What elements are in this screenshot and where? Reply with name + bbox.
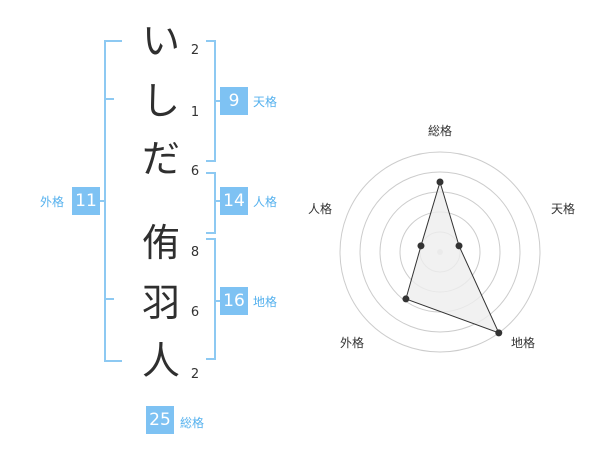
radar-axis-label-tenkaku: 天格 xyxy=(551,202,576,216)
radar-axis-label-chikaku: 地格 xyxy=(511,336,536,350)
bracket-connector xyxy=(100,200,106,202)
stroke-count-6: 2 xyxy=(190,367,200,382)
name-char-5: 羽 xyxy=(141,281,180,325)
stroke-count-4: 8 xyxy=(190,245,200,260)
name-char-1: い xyxy=(141,19,180,63)
bracket-connector xyxy=(214,100,220,102)
gaikaku-value-badge: 11 xyxy=(72,187,100,215)
tenkaku-label: 天格 xyxy=(253,95,278,109)
bracket-tick xyxy=(104,298,114,300)
radar-axis-label-gaikaku: 外格 xyxy=(340,336,365,350)
soukaku-label: 総格 xyxy=(180,416,205,430)
chikaku-label: 地格 xyxy=(253,295,278,309)
radar-ring xyxy=(339,151,541,353)
bracket-connector xyxy=(214,300,220,302)
bracket-connector xyxy=(214,200,220,202)
stroke-count-5: 6 xyxy=(190,305,200,320)
radar-polygon xyxy=(405,180,500,334)
stroke-count-1: 2 xyxy=(190,43,200,58)
radar-axis-label-soukaku: 総格 xyxy=(428,124,453,138)
radar-axis-label-jinkaku: 人格 xyxy=(308,202,333,216)
stroke-count-3: 6 xyxy=(190,164,200,179)
radar-point xyxy=(417,242,425,250)
name-char-3: だ xyxy=(141,137,180,181)
name-char-6: 人 xyxy=(141,339,180,383)
radar-point xyxy=(402,295,410,303)
radar-point xyxy=(455,242,463,250)
radar-ring xyxy=(359,171,521,333)
jinkaku-bracket xyxy=(206,172,216,234)
gaikaku-label: 外格 xyxy=(40,195,65,209)
soukaku-value-badge: 25 xyxy=(146,406,174,434)
jinkaku-label: 人格 xyxy=(253,195,278,209)
tenkaku-value-badge: 9 xyxy=(220,87,248,115)
stroke-count-2: 1 xyxy=(190,105,200,120)
jinkaku-value-badge: 14 xyxy=(220,187,248,215)
chikaku-value-badge: 16 xyxy=(220,287,248,315)
radar-point xyxy=(436,178,444,186)
radar-point xyxy=(495,329,503,337)
bracket-tick xyxy=(104,98,114,100)
name-char-2: し xyxy=(141,79,180,123)
chikaku-bracket xyxy=(206,238,216,360)
name-char-4: 侑 xyxy=(141,221,180,265)
